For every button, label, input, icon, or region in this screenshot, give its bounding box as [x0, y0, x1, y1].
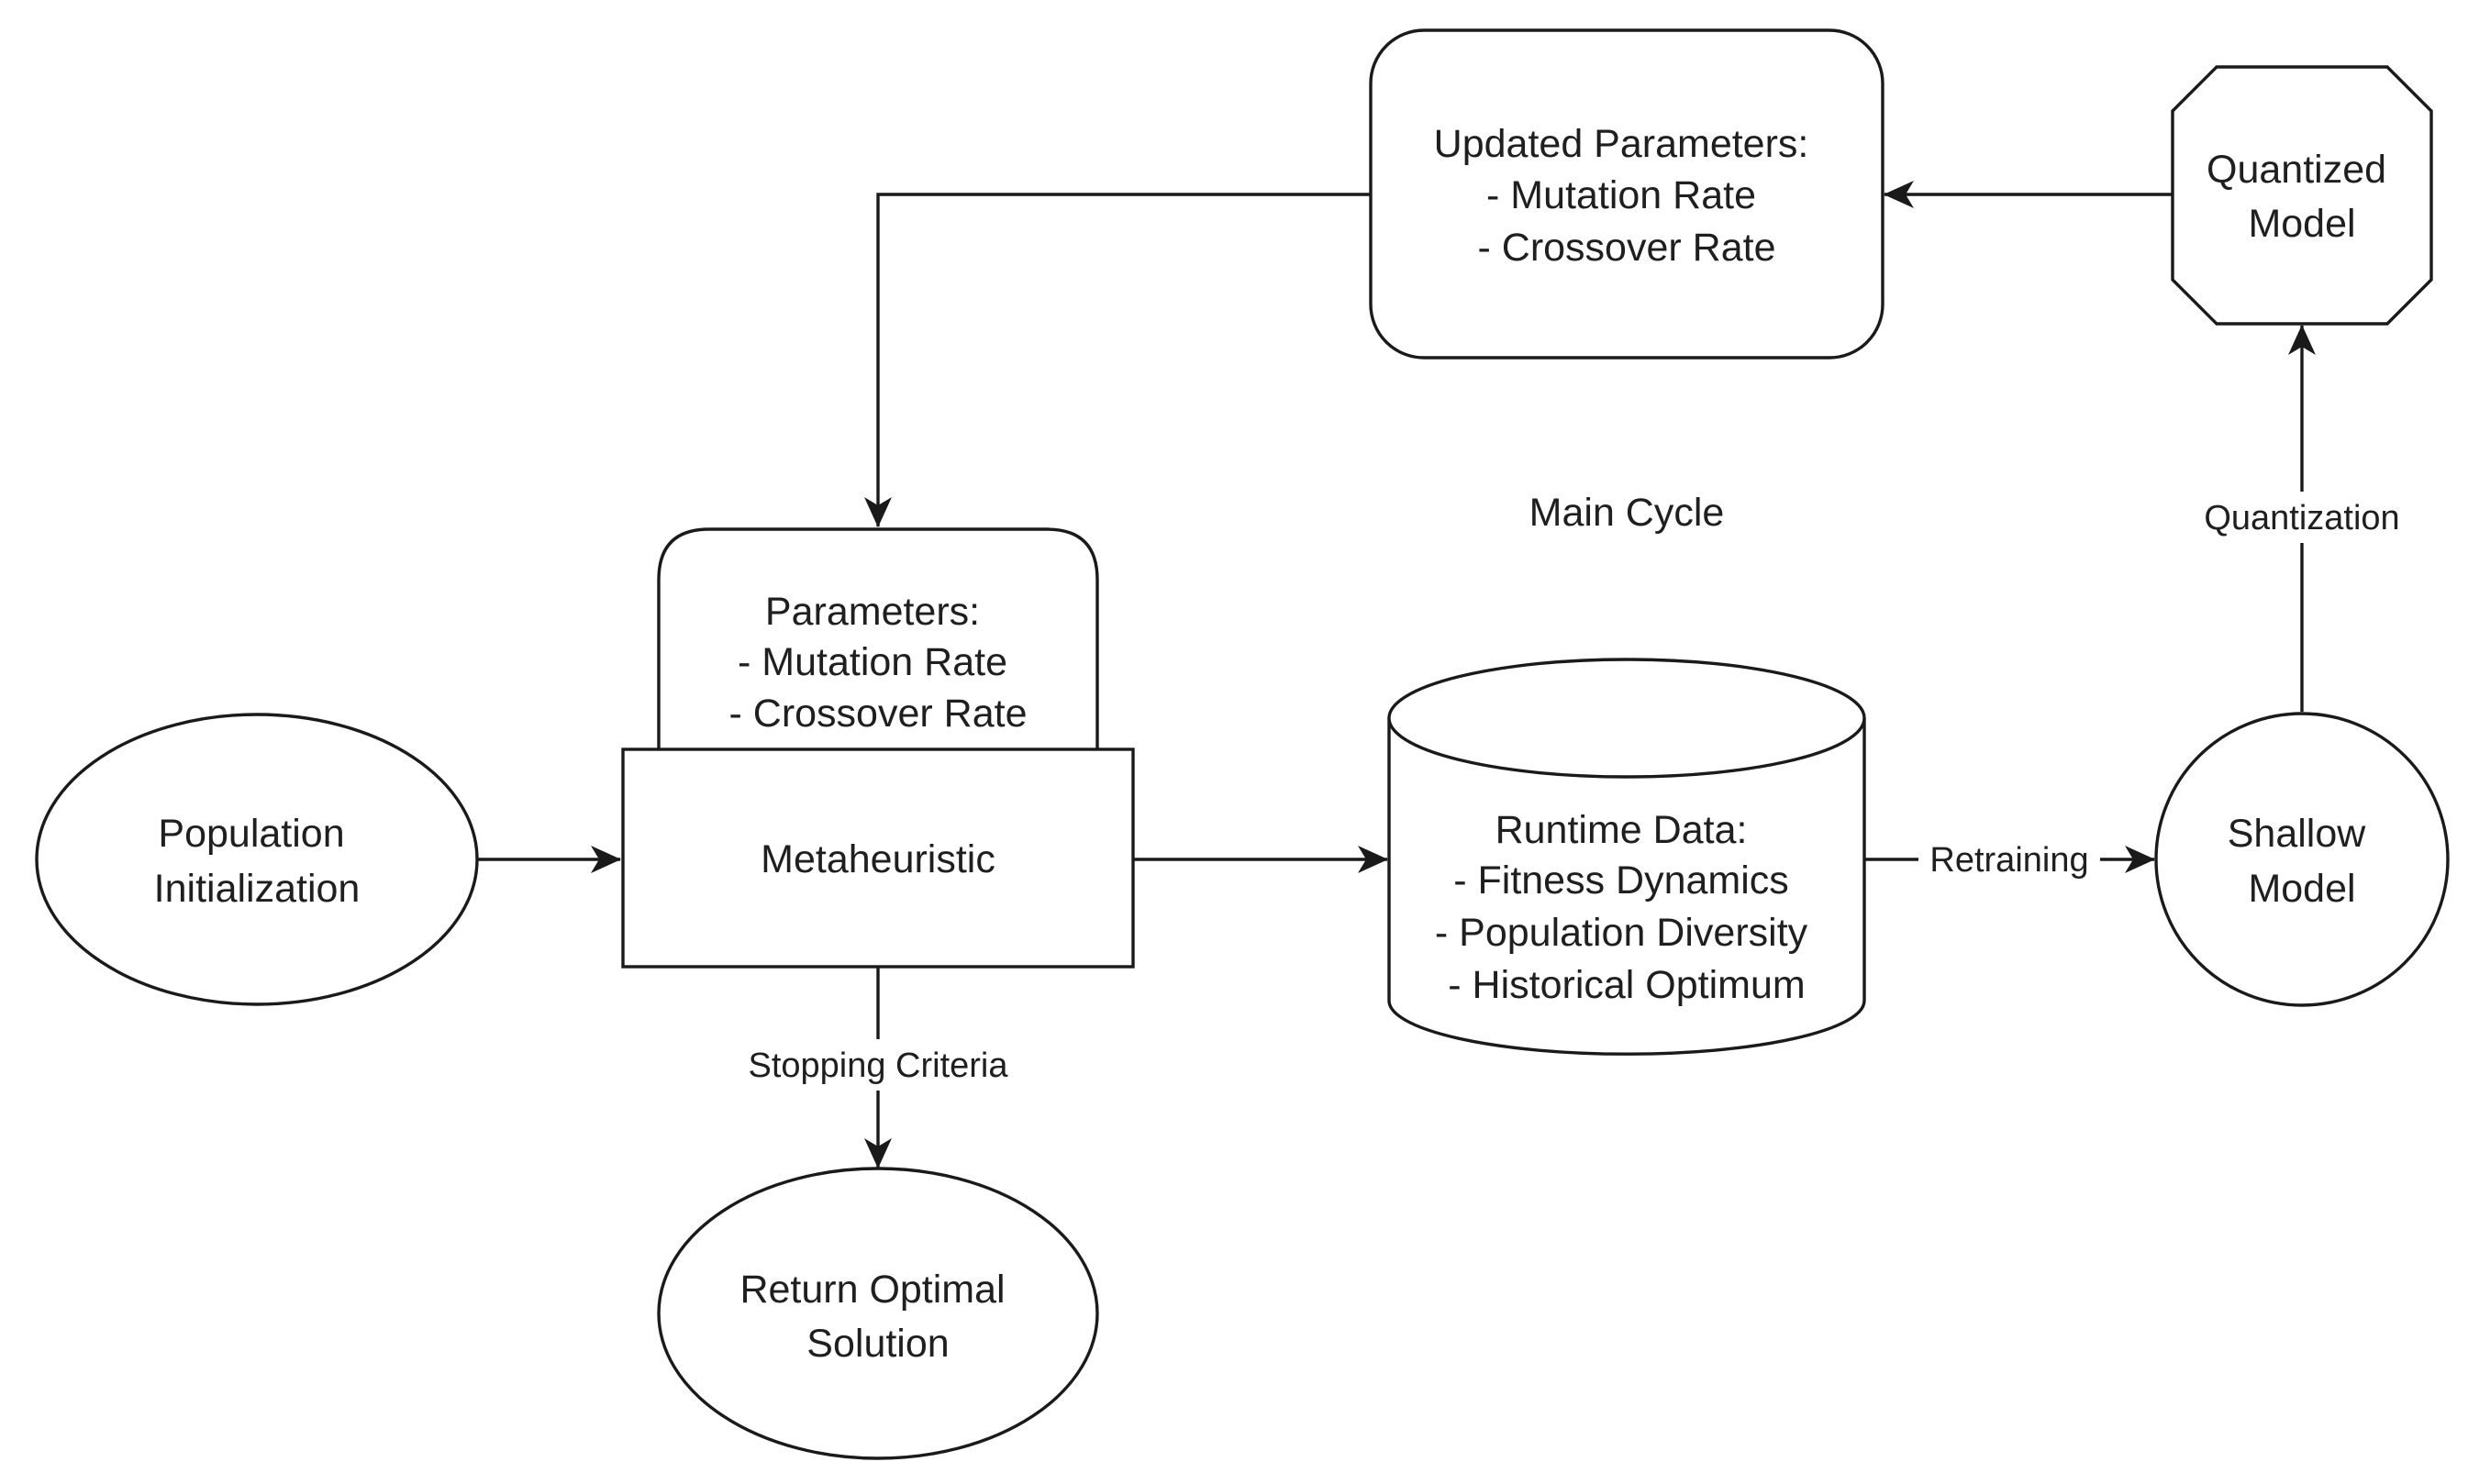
edge-label-stopping-criteria: Stopping Criteria — [729, 1039, 1027, 1091]
svg-text:Metaheuristic: Metaheuristic — [761, 837, 995, 881]
node-return-optimal-solution: Return Optimal Solution — [657, 1167, 1099, 1460]
svg-text:Shallow Model: Shallow Model — [2228, 812, 2377, 911]
svg-text:Stopping Criteria: Stopping Criteria — [748, 1047, 1008, 1085]
svg-text:Return Optimal Solution: Return Optimal Solution — [739, 1268, 1016, 1366]
svg-text:Quantization: Quantization — [2204, 499, 2399, 537]
svg-text:Retraining: Retraining — [1929, 841, 2088, 880]
node-metaheuristic: Metaheuristic — [621, 748, 1135, 969]
main-cycle-label: Main Cycle — [1529, 491, 1725, 535]
node-quantized-model: Quantized Model — [2171, 65, 2433, 326]
node-population-initialization: Population Initialization — [35, 713, 479, 1006]
edge-updated-parameters-to-parameters — [864, 193, 1371, 527]
edge-label-quantization: Quantization — [2186, 492, 2418, 543]
svg-text:Parameters: - Mutation R: Parameters: - Mutation Rate - Crossover … — [729, 590, 1028, 736]
svg-text:Quantized Model: Quantized Model — [2207, 148, 2397, 246]
edge-label-retraining: Retraining — [1918, 836, 2100, 882]
svg-text:Runtime Data: - Fitness: Runtime Data: - Fitness Dynamics - Popul… — [1435, 808, 1818, 1007]
node-runtime-data: Runtime Data: - Fitness Dynamics - Popul… — [1387, 658, 1866, 1056]
edges — [477, 181, 2316, 1168]
svg-text:Updated Parameters: - Mu: Updated Parameters: - Mutation Rate - Cr… — [1434, 122, 1820, 270]
node-updated-parameters: Updated Parameters: - Mutation Rate - Cr… — [1369, 28, 1884, 360]
node-shallow-model: Shallow Model — [2154, 712, 2450, 1007]
svg-text:Population Initializatio: Population Initialization — [154, 812, 361, 911]
node-parameters: Parameters: - Mutation Rate - Crossover … — [657, 527, 1099, 749]
